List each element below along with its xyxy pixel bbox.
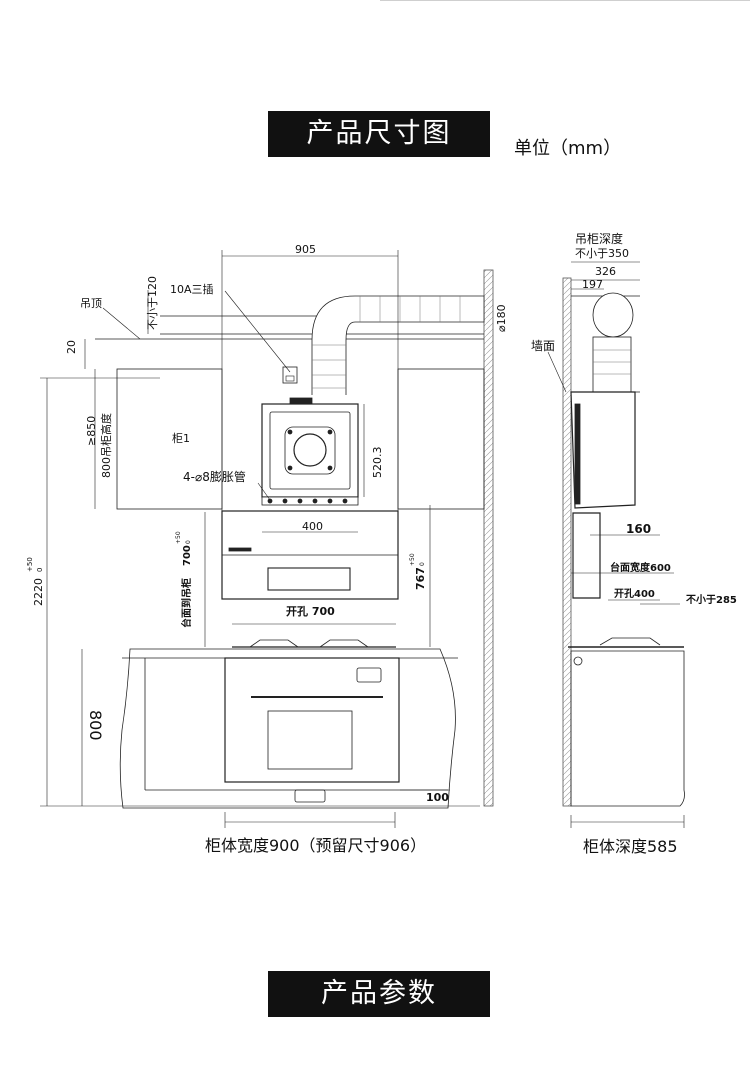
side-hood-panel [572,512,601,599]
tol-767-zero: 0 [419,562,426,566]
wall-cabinet-left [116,368,223,510]
section-title-parameters: 产品参数 [268,971,490,1017]
dim-197-label: 197 [582,278,603,291]
drawer-handle [294,789,326,803]
front-view-labels: 905 10A三插 吊顶 不小于120 20 ≥850 800吊柜高度 柜1 ⌀… [26,243,508,804]
built-in-oven [224,657,400,783]
cabinet-outline [119,648,456,809]
side-view [547,261,685,828]
side-view-caption: 柜体深度585 [583,837,678,856]
counter-to-cab-label: 台面到吊柜 [180,578,193,628]
side-view-labels: 吊柜深度 不小于350 326 197 墙面 160 台面宽度600 开孔400… [531,231,737,606]
dim-767-label: 767 [414,567,427,590]
counter-width-label: 台面宽度600 [610,561,671,574]
tol-767-plus: +50 [409,553,416,566]
tol-2220-zero: 0 [36,568,44,572]
min-120-label: 不小于120 [146,276,159,330]
ceiling-label: 吊顶 [80,297,102,310]
side-burner [599,637,661,646]
tol-2220-plus: +50 [26,557,34,572]
pipe-180-label: ⌀180 [495,304,508,332]
tol-700-plus: +50 [175,531,182,544]
fan-outlet [293,433,327,467]
burner-left [249,639,299,648]
front-view [40,250,494,828]
cab-height-label: 800吊柜高度 [99,413,113,478]
wall-label: 墙面 [531,339,555,353]
wall-hatch [483,269,494,807]
dim-905: 905 [295,243,316,256]
dim-700-label: 700 [182,545,193,566]
tol-700-zero: 0 [185,540,192,544]
dim-160-label: 160 [626,522,651,536]
top-divider-line [380,0,750,1]
side-duct [592,292,634,338]
dim-400-label: 400 [302,520,323,533]
hood-motor-box [261,403,359,498]
dim-100-label: 100 [426,791,449,804]
cabinet1-label: 柜1 [172,432,190,445]
cutout-700-label: 开孔 700 [286,605,335,618]
side-cabinet-outline [570,650,685,807]
flexible-duct [311,295,485,395]
side-wall-hatch [562,277,572,807]
dim-520-label: 520.3 [371,447,384,479]
min-285-label: 不小于285 [686,593,737,606]
burner-right [319,639,369,648]
side-hood-motor [570,391,636,509]
dim-326-label: 326 [595,265,616,278]
expansion-label: 4-⌀8膨胀管 [183,469,246,484]
wall-cabinet-right [397,368,485,510]
socket-label: 10A三插 [170,282,214,296]
section-title-dimensions: 产品尺寸图 [268,111,490,157]
unit-label: 单位（mm） [514,138,622,159]
oven-control-display [356,667,382,683]
oven-window [267,710,353,770]
cab-depth-label: 吊柜深度 [575,231,623,246]
hood-display-panel [267,567,351,591]
dim-800-label: 800 [86,710,105,741]
socket-box [282,366,298,384]
total-2220-label: 2220 [32,578,45,606]
gap-20-label: 20 [65,340,78,354]
min-350-label: 不小于350 [575,247,629,260]
min-850-label: ≥850 [85,416,98,446]
front-view-caption: 柜体宽度900（预留尺寸906） [205,836,427,855]
cutout-400-label: 开孔400 [614,587,655,600]
